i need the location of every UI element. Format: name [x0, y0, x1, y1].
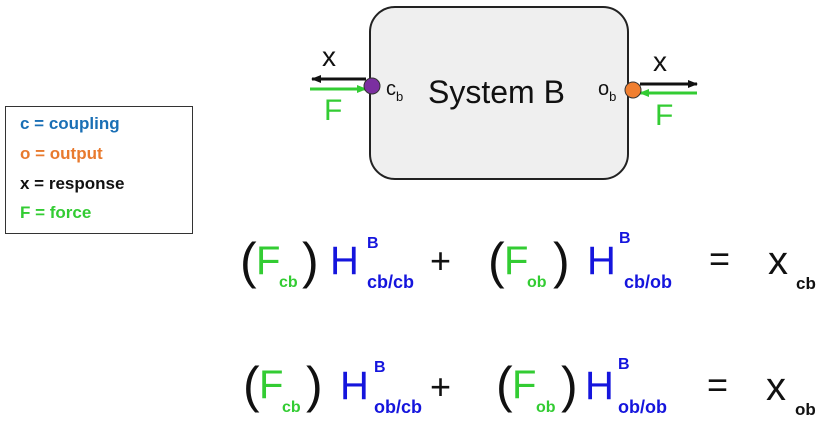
paren-open: (	[488, 233, 505, 289]
force-subscript: cb	[279, 274, 298, 291]
frf-superscript: B	[367, 235, 379, 252]
paren-open: (	[496, 357, 513, 413]
left-force-label: F	[324, 94, 343, 127]
legend-coupling: c = coupling	[20, 114, 120, 133]
frf-subscript: ob/ob	[618, 397, 667, 417]
force-symbol: F	[512, 363, 537, 407]
legend-response: x = response	[20, 174, 125, 193]
response-symbol: x	[768, 239, 788, 283]
coupling-node	[363, 77, 381, 95]
output-port-label: ob	[598, 78, 617, 104]
paren-close: )	[302, 233, 319, 289]
frf-superscript: B	[618, 356, 630, 373]
legend-box: c = coupling o = output x = response F =…	[5, 106, 193, 234]
paren-open: (	[243, 357, 260, 413]
paren-close: )	[561, 357, 578, 413]
equals-sign: =	[707, 364, 729, 405]
force-subscript: cb	[282, 399, 301, 416]
paren-close: )	[553, 233, 570, 289]
plus-sign: +	[430, 366, 452, 407]
response-subscript: ob	[795, 400, 816, 419]
coupling-port-label: cb	[386, 78, 404, 104]
paren-open: (	[240, 233, 257, 289]
frf-subscript: cb/cb	[367, 272, 415, 292]
left-response-label: x	[322, 41, 336, 72]
legend-output: o = output	[20, 144, 103, 163]
frf-superscript: B	[374, 359, 386, 376]
paren-close: )	[306, 357, 323, 413]
frf-subscript: cb/ob	[624, 272, 672, 292]
frf-symbol: H	[585, 364, 614, 408]
response-symbol: x	[766, 365, 786, 409]
frf-subscript: ob/cb	[374, 397, 422, 417]
plus-sign: +	[430, 240, 452, 281]
legend-force: F = force	[20, 203, 92, 222]
force-subscript: ob	[527, 274, 547, 291]
response-subscript: cb	[796, 274, 816, 293]
frf-superscript: B	[619, 230, 631, 247]
force-symbol: F	[259, 363, 284, 407]
system-label: System B	[428, 74, 565, 110]
system-box	[369, 6, 629, 180]
right-force-label: F	[655, 99, 674, 132]
frf-symbol: H	[587, 239, 616, 283]
right-response-label: x	[653, 46, 667, 77]
force-subscript: ob	[536, 399, 556, 416]
frf-symbol: H	[330, 239, 359, 283]
force-symbol: F	[504, 239, 529, 283]
output-node	[624, 81, 642, 99]
equals-sign: =	[709, 238, 731, 279]
frf-symbol: H	[340, 364, 369, 408]
force-symbol: F	[256, 239, 281, 283]
